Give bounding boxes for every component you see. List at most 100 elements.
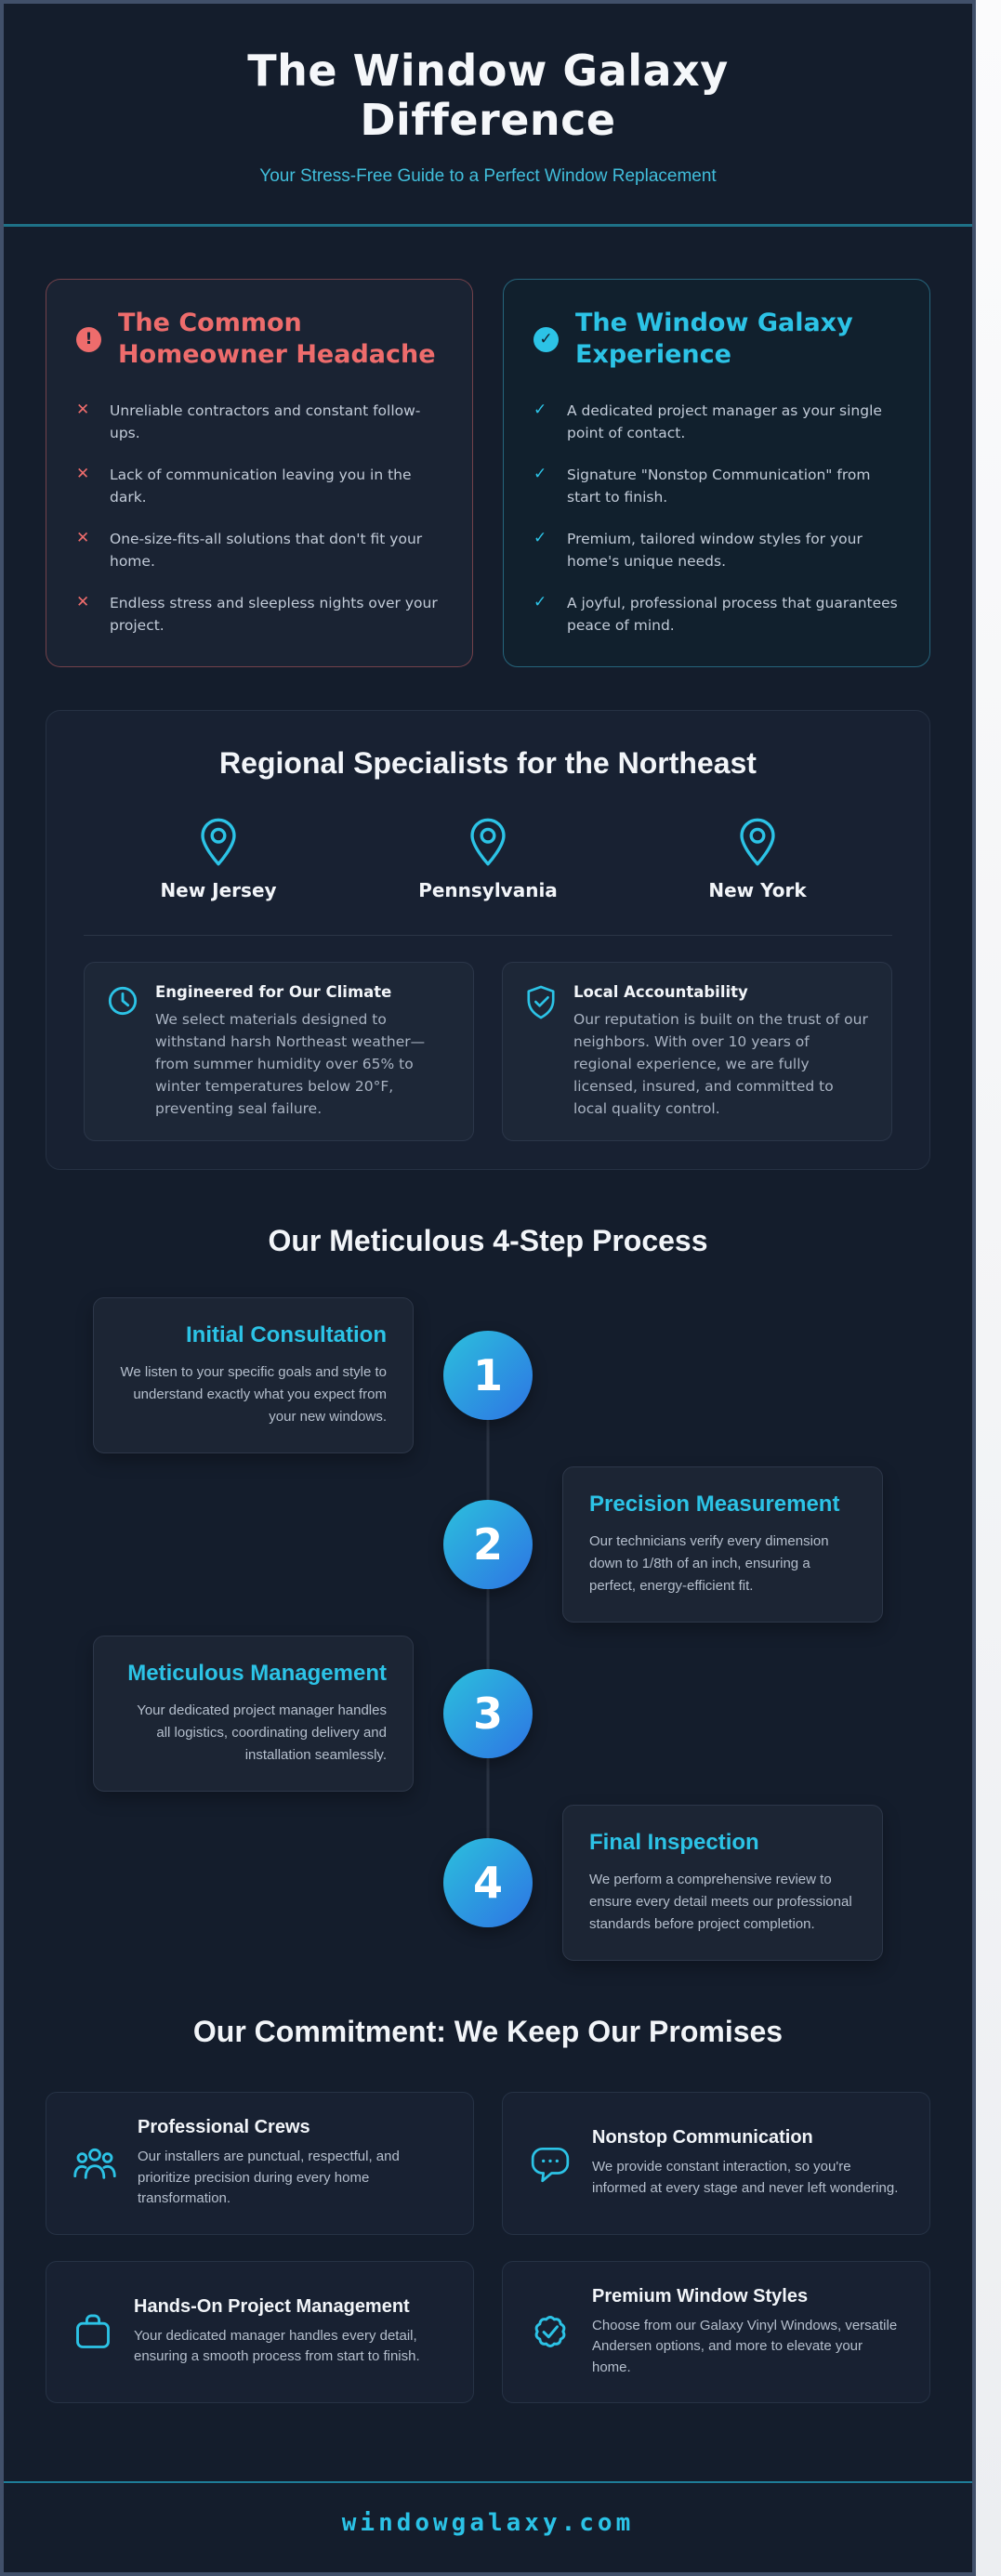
comparison-section: ! The Common Homeowner Headache ✕ Unreli… bbox=[4, 278, 972, 667]
step-body: Your dedicated project manager handles a… bbox=[137, 1702, 387, 1764]
shield-check-icon bbox=[527, 985, 555, 1019]
step-title: Meticulous Management bbox=[127, 1661, 387, 1687]
step-body: We listen to your specific goals and sty… bbox=[120, 1364, 387, 1426]
location-pennsylvania: Pennsylvania bbox=[353, 818, 623, 901]
list-item: ✓ Premium, tailored window styles for yo… bbox=[533, 528, 900, 572]
location-label: New York bbox=[708, 878, 807, 901]
commitment-card-body: Choose from our Galaxy Vinyl Windows, ve… bbox=[592, 2317, 898, 2375]
commitment-card-text: Nonstop Communication We provide constan… bbox=[592, 2127, 903, 2199]
clock-icon bbox=[108, 986, 138, 1016]
location-new-jersey: New Jersey bbox=[84, 818, 353, 901]
regional-section: Regional Specialists for the Northeast N… bbox=[46, 709, 930, 1171]
step-card: Meticulous Management Your dedicated pro… bbox=[93, 1636, 414, 1793]
step-card: Precision Measurement Our technicians ve… bbox=[562, 1466, 883, 1623]
process-step-4: 4 Final Inspection We perform a comprehe… bbox=[46, 1805, 930, 1962]
commitment-title: Our Commitment: We Keep Our Promises bbox=[192, 2015, 784, 2049]
check-icon: ✓ bbox=[533, 400, 547, 419]
process-timeline: Initial Consultation We listen to your s… bbox=[4, 1297, 972, 1962]
locations-row: New Jersey Pennsylvania New York bbox=[84, 818, 892, 901]
list-item-text: Endless stress and sleepless nights over… bbox=[110, 594, 438, 634]
step-number-badge: 1 bbox=[443, 1331, 533, 1421]
crew-people-icon bbox=[73, 2148, 116, 2179]
commitment-card-title: Premium Window Styles bbox=[592, 2285, 809, 2307]
list-item-text: A joyful, professional process that guar… bbox=[567, 594, 898, 634]
location-label: New Jersey bbox=[160, 878, 277, 901]
commitment-card-title: Professional Crews bbox=[138, 2117, 310, 2138]
infographic-page: The Window Galaxy Difference Your Stress… bbox=[0, 0, 976, 2576]
commitment-card-body: Our installers are punctual, respectful,… bbox=[138, 2149, 400, 2207]
list-item-text: Unreliable contractors and constant foll… bbox=[110, 401, 421, 441]
check-circle-icon: ✓ bbox=[533, 326, 559, 352]
feature-body: We select materials designed to withstan… bbox=[155, 1010, 426, 1117]
step-number-badge: 4 bbox=[443, 1838, 533, 1928]
step-title: Final Inspection bbox=[589, 1830, 759, 1856]
chat-bubble-icon bbox=[531, 2147, 570, 2182]
feature-text: Engineered for Our Climate We select mat… bbox=[155, 983, 451, 1120]
list-item-text: Premium, tailored window styles for your… bbox=[567, 530, 863, 570]
problem-card-title: The Common Homeowner Headache bbox=[118, 308, 436, 370]
list-item-text: Lack of communication leaving you in the… bbox=[110, 466, 412, 506]
commitment-card-crews: Professional Crews Our installers are pu… bbox=[46, 2092, 474, 2235]
feature-body: Our reputation is built on the trust of … bbox=[573, 1010, 868, 1117]
check-icon: ✓ bbox=[533, 528, 547, 547]
regional-divider bbox=[84, 934, 892, 936]
list-item: ✕ Endless stress and sleepless nights ov… bbox=[76, 592, 442, 637]
commitment-card-text: Premium Window Styles Choose from our Ga… bbox=[592, 2286, 903, 2379]
step-number-badge: 3 bbox=[443, 1669, 533, 1759]
check-icon: ✓ bbox=[533, 464, 547, 483]
regional-features: Engineered for Our Climate We select mat… bbox=[84, 961, 892, 1142]
step-title: Initial Consultation bbox=[186, 1322, 387, 1348]
process-step-2: 2 Precision Measurement Our technicians … bbox=[46, 1466, 930, 1623]
feature-title: Engineered for Our Climate bbox=[155, 982, 392, 1001]
problem-list: ✕ Unreliable contractors and constant fo… bbox=[76, 400, 442, 637]
website-domain: windowgalaxy.com bbox=[341, 2509, 635, 2538]
list-item: ✕ One-size-fits-all solutions that don't… bbox=[76, 528, 442, 572]
commitment-card-styles: Premium Window Styles Choose from our Ga… bbox=[502, 2260, 930, 2404]
list-item: ✕ Unreliable contractors and constant fo… bbox=[76, 400, 442, 444]
map-pin-icon bbox=[470, 818, 506, 866]
process-step-1: Initial Consultation We listen to your s… bbox=[46, 1297, 930, 1454]
step-title: Precision Measurement bbox=[589, 1492, 840, 1518]
commitment-card-management: Hands-On Project Management Your dedicat… bbox=[46, 2260, 474, 2404]
feature-text: Local Accountability Our reputation is b… bbox=[573, 983, 869, 1120]
list-item-text: A dedicated project manager as your sing… bbox=[567, 401, 882, 441]
list-item: ✓ Signature "Nonstop Communication" from… bbox=[533, 464, 900, 508]
list-item: ✕ Lack of communication leaving you in t… bbox=[76, 464, 442, 508]
list-item-text: Signature "Nonstop Communication" from s… bbox=[567, 466, 871, 506]
x-icon: ✕ bbox=[76, 400, 90, 419]
page-header: The Window Galaxy Difference Your Stress… bbox=[4, 4, 972, 227]
feature-title: Local Accountability bbox=[573, 982, 748, 1001]
commitment-card-title: Hands-On Project Management bbox=[134, 2295, 410, 2317]
commitment-card-title: Nonstop Communication bbox=[592, 2127, 813, 2149]
commitment-grid: Professional Crews Our installers are pu… bbox=[4, 2092, 972, 2404]
solution-card: ✓ The Window Galaxy Experience ✓ A dedic… bbox=[503, 278, 930, 667]
feature-climate: Engineered for Our Climate We select mat… bbox=[84, 961, 474, 1142]
commitment-card-body: We provide constant interaction, so you'… bbox=[592, 2159, 899, 2196]
badge-check-icon bbox=[534, 2316, 566, 2348]
location-label: Pennsylvania bbox=[418, 878, 558, 901]
commitment-card-communication: Nonstop Communication We provide constan… bbox=[502, 2092, 930, 2235]
step-body: We perform a comprehensive review to ens… bbox=[589, 1872, 852, 1933]
solution-list: ✓ A dedicated project manager as your si… bbox=[533, 400, 900, 637]
step-body: Our technicians verify every dimension d… bbox=[589, 1533, 829, 1595]
problem-card-header: ! The Common Homeowner Headache bbox=[76, 308, 442, 372]
map-pin-icon bbox=[740, 818, 775, 866]
commitment-card-text: Professional Crews Our installers are pu… bbox=[138, 2117, 447, 2210]
list-item: ✓ A joyful, professional process that gu… bbox=[533, 592, 900, 637]
x-icon: ✕ bbox=[76, 528, 90, 547]
solution-card-header: ✓ The Window Galaxy Experience bbox=[533, 308, 900, 372]
regional-title: Regional Specialists for the Northeast bbox=[219, 745, 757, 780]
process-step-3: Meticulous Management Your dedicated pro… bbox=[46, 1636, 930, 1793]
x-icon: ✕ bbox=[76, 592, 90, 611]
x-icon: ✕ bbox=[76, 464, 90, 483]
step-number-badge: 2 bbox=[443, 1500, 533, 1590]
map-pin-icon bbox=[201, 818, 236, 866]
solution-card-title: The Window Galaxy Experience bbox=[575, 308, 853, 370]
list-item-text: One-size-fits-all solutions that don't f… bbox=[110, 530, 423, 570]
list-item: ✓ A dedicated project manager as your si… bbox=[533, 400, 900, 444]
check-icon: ✓ bbox=[533, 592, 547, 611]
briefcase-icon bbox=[76, 2314, 110, 2349]
timeline-line bbox=[486, 1367, 490, 1873]
feature-accountability: Local Accountability Our reputation is b… bbox=[502, 961, 892, 1142]
alert-circle-icon: ! bbox=[76, 326, 101, 352]
